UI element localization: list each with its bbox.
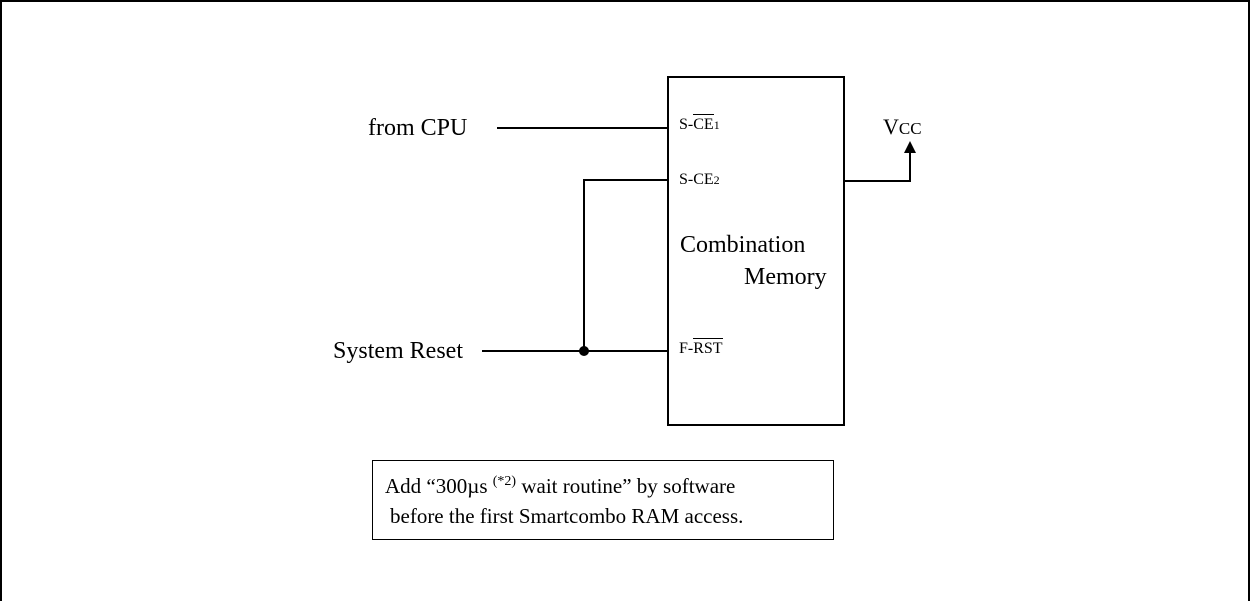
note-line-1: Add “300µs (*2) wait routine” by softwar… <box>385 474 736 498</box>
pin-f-rst: F-RST <box>679 338 723 357</box>
vcc-wire <box>844 152 911 182</box>
vcc-label: VCC <box>883 114 922 139</box>
pin-s-ce1: S-CE1 <box>679 114 720 133</box>
note-line-2: before the first Smartcombo RAM access. <box>390 504 744 528</box>
ce2-branch-wire <box>583 179 668 351</box>
system-reset-label: System Reset <box>333 338 463 364</box>
chip-name-line1: Combination <box>680 232 806 258</box>
memory-chip-box <box>667 76 845 426</box>
vcc-arrow-icon <box>904 141 916 153</box>
chip-name-line2: Memory <box>744 264 827 290</box>
pin-s-ce2: S-CE2 <box>679 171 720 188</box>
note-box: Add “300µs (*2) wait routine” by softwar… <box>372 460 834 540</box>
from-cpu-label: from CPU <box>368 115 468 141</box>
junction-dot <box>579 346 589 356</box>
